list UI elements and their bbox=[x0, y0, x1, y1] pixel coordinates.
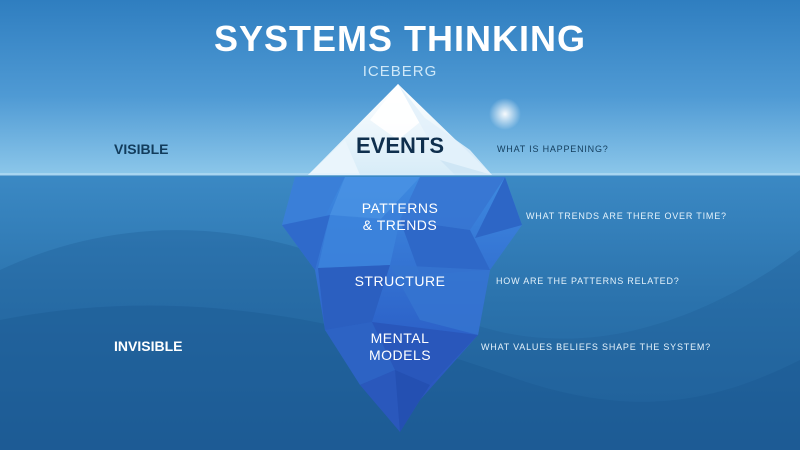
question-events: WHAT IS HAPPENING? bbox=[497, 144, 609, 154]
layer-mental-line2: MODELS bbox=[368, 347, 432, 363]
layer-patterns-line2: & TRENDS bbox=[362, 217, 438, 233]
question-mental-models: WHAT VALUES BELIEFS SHAPE THE SYSTEM? bbox=[481, 342, 711, 352]
layer-patterns-line1: PATTERNS bbox=[361, 200, 439, 216]
sparkle-glow bbox=[489, 98, 521, 130]
layer-mental-line1: MENTAL bbox=[370, 330, 430, 346]
layer-events-label: EVENTS bbox=[330, 135, 470, 157]
layer-patterns-label: PATTERNS & TRENDS bbox=[335, 200, 465, 234]
visible-label: VISIBLE bbox=[114, 141, 169, 157]
layer-structure-text: STRUCTURE bbox=[354, 273, 446, 289]
waterline bbox=[0, 173, 800, 176]
diagram-subtitle: ICEBERG bbox=[362, 63, 438, 80]
question-patterns: WHAT TRENDS ARE THERE OVER TIME? bbox=[526, 211, 727, 221]
diagram-title: SYSTEMS THINKING bbox=[213, 18, 587, 59]
question-structure: HOW ARE THE PATTERNS RELATED? bbox=[496, 276, 680, 286]
iceberg-underwater bbox=[282, 177, 522, 432]
layer-events-text: EVENTS bbox=[355, 133, 445, 158]
iceberg-tip bbox=[308, 84, 492, 175]
invisible-label: INVISIBLE bbox=[114, 338, 183, 354]
layer-mental-models-label: MENTAL MODELS bbox=[335, 330, 465, 364]
layer-structure-label: STRUCTURE bbox=[335, 273, 465, 290]
